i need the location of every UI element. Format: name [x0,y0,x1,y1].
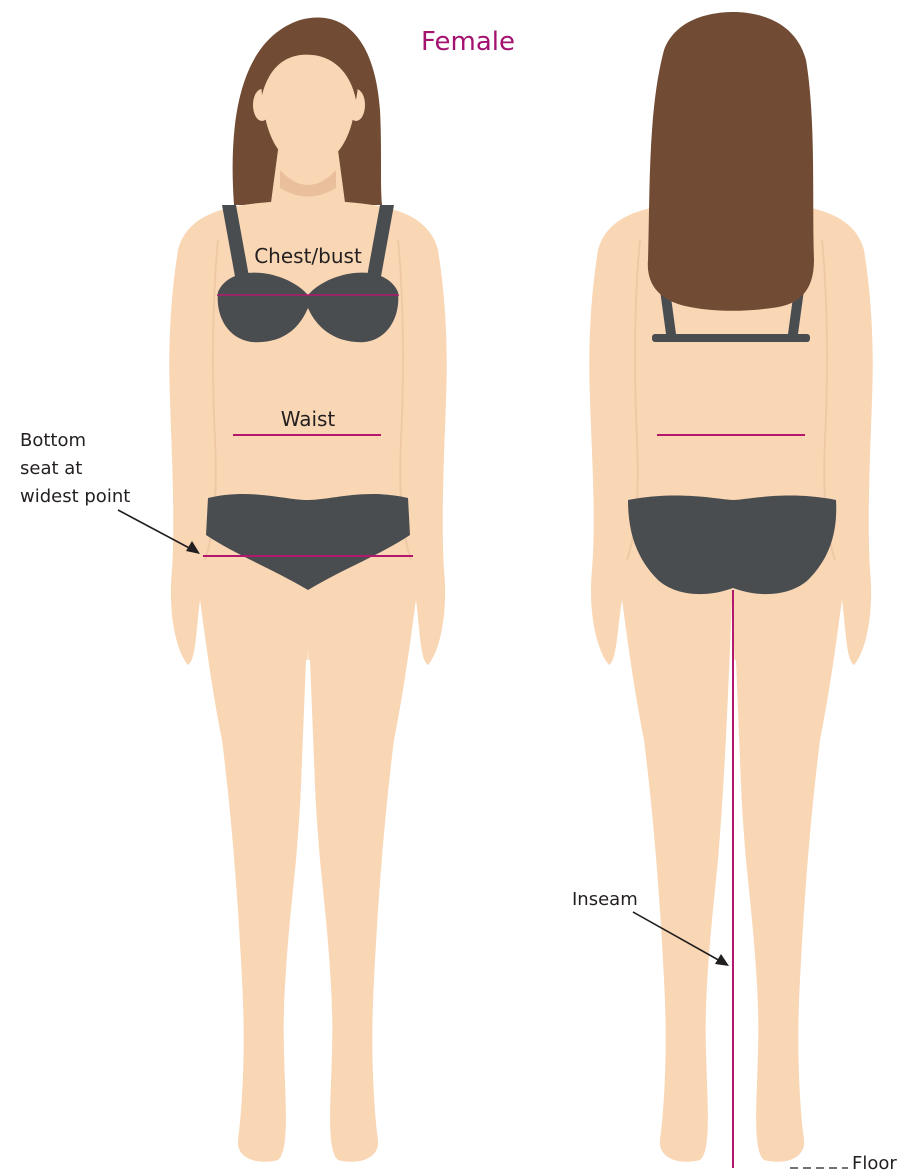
page-title: Female [421,27,515,57]
inseam-label: Inseam [572,889,638,910]
hip-label-line-2: seat at [20,458,82,479]
back-hair [648,12,814,311]
back-figure [589,12,872,1168]
chest-label: Chest/bust [254,244,362,268]
hip-label-line-3: widest point [20,486,130,507]
floor-label: Floor [852,1153,897,1173]
back-bra-band [652,334,810,342]
hip-label-line-1: Bottom [20,430,86,451]
waist-label: Waist [281,407,336,431]
back-briefs [628,496,836,595]
front-figure [169,18,446,1162]
